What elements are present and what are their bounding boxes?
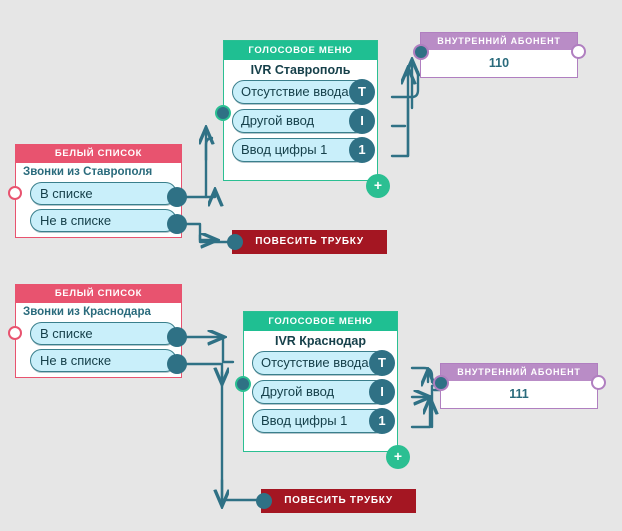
ivr-title: IVR Ставрополь (250, 63, 351, 77)
ivr-row-label: Ввод цифры 1 (241, 142, 328, 157)
subscriber-extension-number: 111 (509, 387, 529, 401)
subscriber-node-111[interactable]: ВНУТРЕННИЙ АБОНЕНТ 111 (440, 363, 598, 409)
hangup-node-stavropol[interactable]: ПОВЕСИТЬ ТРУБКУ (232, 230, 387, 254)
subscriber-input-socket-111[interactable] (433, 375, 449, 391)
ivr-key-badge-invalid[interactable]: I (369, 379, 395, 405)
whitelist-row-not-in-list[interactable]: Не в списке (30, 349, 177, 372)
subscriber-header: ВНУТРЕННИЙ АБОНЕНТ (421, 33, 577, 50)
subscriber-input-socket-110[interactable] (413, 44, 429, 60)
whitelist-row-not-in-list[interactable]: Не в списке (30, 209, 177, 232)
ivr-row-label: Другой ввод (261, 384, 335, 399)
subscriber-node-110[interactable]: ВНУТРЕННИЙ АБОНЕНТ 110 (420, 32, 578, 78)
ivr-header: ГОЛОСОВОЕ МЕНЮ (224, 41, 377, 60)
subscriber-header: ВНУТРЕННИЙ АБОНЕНТ (441, 364, 597, 381)
hangup-input-socket-krasnodar[interactable] (256, 493, 272, 509)
ivr-key-badge-timeout[interactable]: T (369, 350, 395, 376)
ivr-row-other-input[interactable]: Другой ввод I (252, 379, 395, 405)
ivr-add-rule-button-stavropol[interactable]: + (366, 174, 390, 198)
whitelist-input-socket-stavropol[interactable] (8, 186, 22, 200)
ivr-input-socket-stavropol[interactable] (215, 105, 231, 121)
ivr-add-rule-button-krasnodar[interactable]: + (386, 445, 410, 469)
whitelist-row-in-list[interactable]: В списке (30, 182, 177, 205)
whitelist-output-socket-in-list-stavropol[interactable] (167, 187, 187, 207)
subscriber-output-socket-110[interactable] (571, 44, 586, 59)
whitelist-input-socket-krasnodar[interactable] (8, 326, 22, 340)
ivr-row-label: Другой ввод (241, 113, 315, 128)
ivr-node-stavropol[interactable]: ГОЛОСОВОЕ МЕНЮ IVR Ставрополь Отсутствие… (223, 40, 378, 181)
ivr-row-other-input[interactable]: Другой ввод I (232, 108, 375, 134)
whitelist-rows: В списке Не в списке (16, 322, 181, 377)
whitelist-subtitle: Звонки из Ставрополя (23, 166, 153, 178)
whitelist-subtitle: Звонки из Краснодара (23, 306, 151, 318)
hangup-input-socket-stavropol[interactable] (227, 234, 243, 250)
ivr-row-label: Отсутствие ввода (261, 355, 369, 370)
ivr-row-no-input[interactable]: Отсутствие ввода T (232, 79, 375, 105)
ivr-row-label: Ввод цифры 1 (261, 413, 348, 428)
ivr-rows: Отсутствие ввода T Другой ввод I Ввод ци… (244, 350, 397, 446)
ivr-input-socket-krasnodar[interactable] (235, 376, 251, 392)
whitelist-output-socket-not-in-list-stavropol[interactable] (167, 214, 187, 234)
subscriber-output-socket-111[interactable] (591, 375, 606, 390)
ivr-rows: Отсутствие ввода T Другой ввод I Ввод ци… (224, 79, 377, 175)
whitelist-header: БЕЛЫЙ СПИСОК (16, 285, 181, 303)
hangup-node-krasnodar[interactable]: ПОВЕСИТЬ ТРУБКУ (261, 489, 416, 513)
ivr-header: ГОЛОСОВОЕ МЕНЮ (244, 312, 397, 331)
whitelist-output-socket-not-in-list-krasnodar[interactable] (167, 354, 187, 374)
ivr-key-badge-invalid[interactable]: I (349, 108, 375, 134)
ivr-row-no-input[interactable]: Отсутствие ввода T (252, 350, 395, 376)
ivr-title: IVR Краснодар (274, 334, 367, 348)
ivr-row-digit-1[interactable]: Ввод цифры 1 1 (252, 408, 395, 434)
ivr-row-label: Отсутствие ввода (241, 84, 349, 99)
whitelist-row-in-list[interactable]: В списке (30, 322, 177, 345)
ivr-key-badge-1[interactable]: 1 (369, 408, 395, 434)
ivr-key-badge-1[interactable]: 1 (349, 137, 375, 163)
whitelist-node-krasnodar[interactable]: БЕЛЫЙ СПИСОК Звонки из Краснодара В спис… (15, 284, 182, 378)
ivr-node-krasnodar[interactable]: ГОЛОСОВОЕ МЕНЮ IVR Краснодар Отсутствие … (243, 311, 398, 452)
whitelist-header: БЕЛЫЙ СПИСОК (16, 145, 181, 163)
ivr-row-digit-1[interactable]: Ввод цифры 1 1 (232, 137, 375, 163)
whitelist-rows: В списке Не в списке (16, 182, 181, 237)
whitelist-node-stavropol[interactable]: БЕЛЫЙ СПИСОК Звонки из Ставрополя В спис… (15, 144, 182, 238)
ivr-key-badge-timeout[interactable]: T (349, 79, 375, 105)
whitelist-output-socket-in-list-krasnodar[interactable] (167, 327, 187, 347)
subscriber-extension-number: 110 (488, 56, 510, 70)
